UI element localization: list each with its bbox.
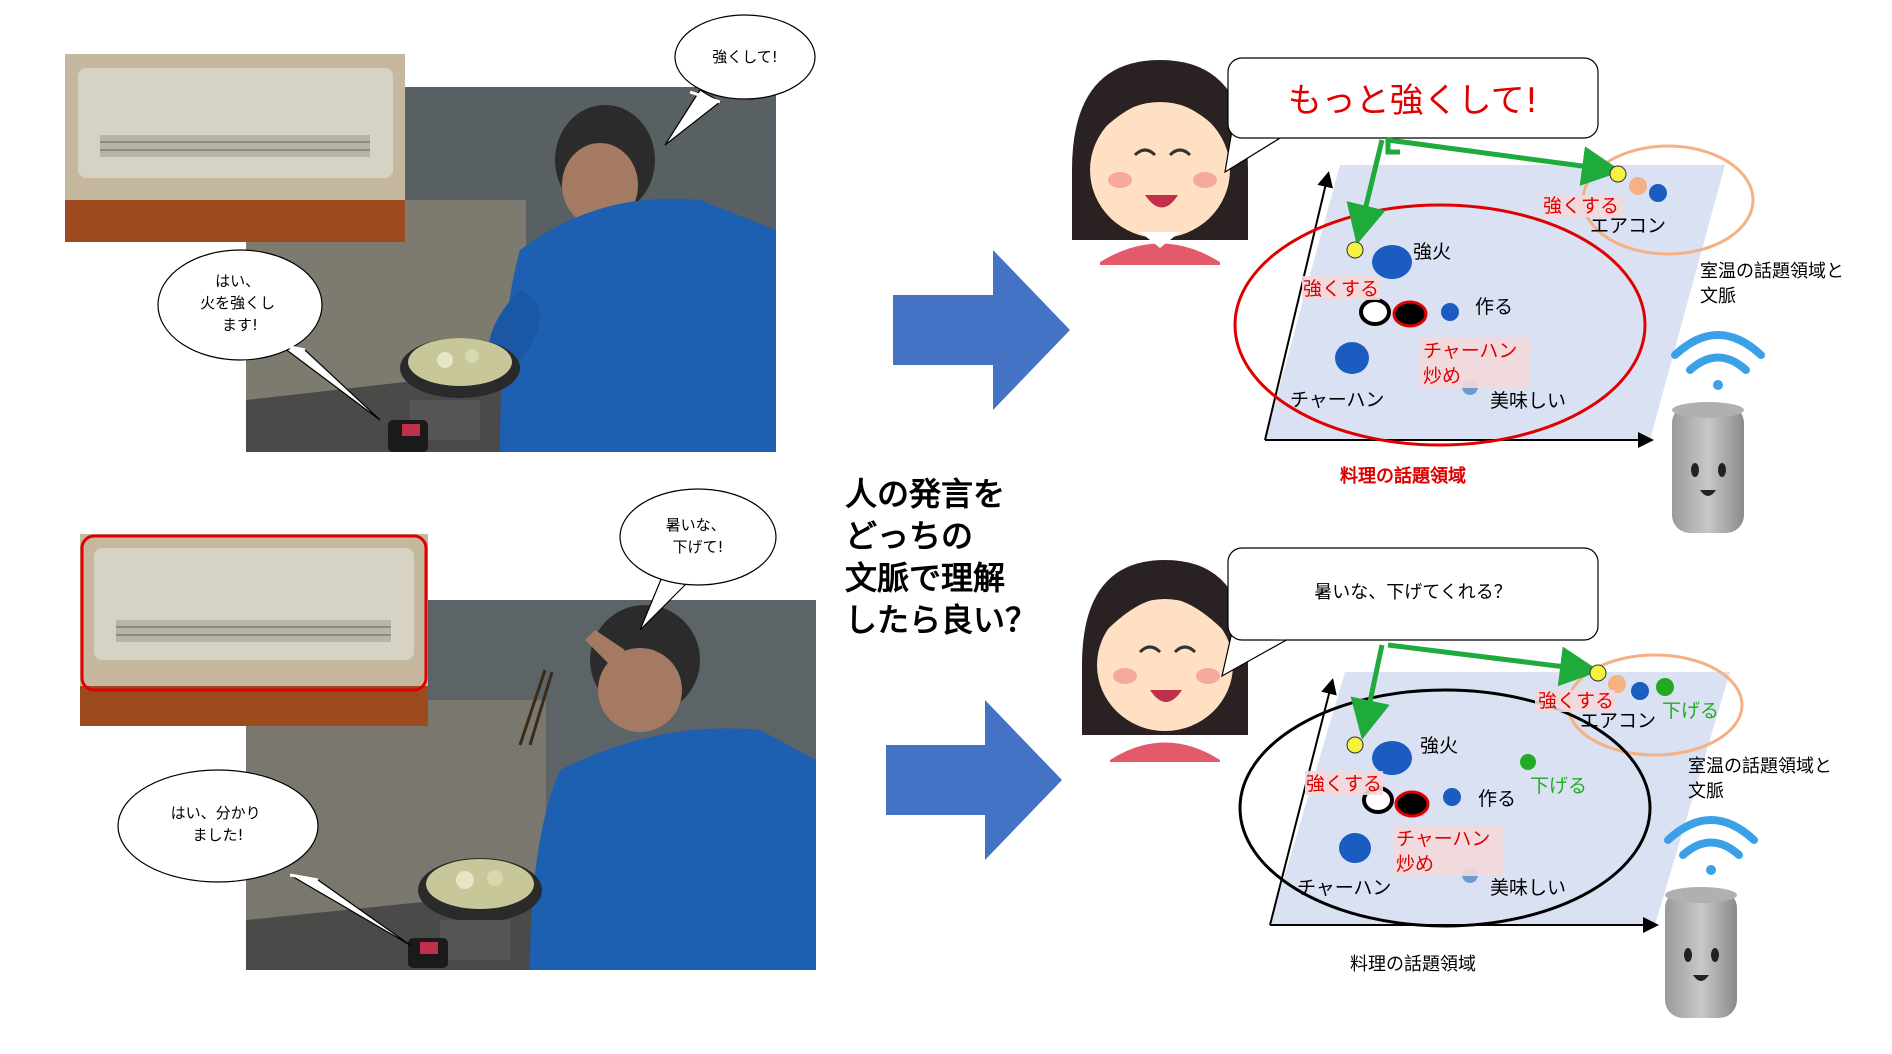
label-make-stronger-aircon: 強くする [1543, 195, 1619, 217]
label-make-stronger-cooking: 強くする [1303, 278, 1379, 300]
top-context-panel: もっと強くして! 強火 強くする 作る チャーハン 炒め チャー [1072, 57, 1850, 533]
arrow-right-icon-bottom [886, 700, 1062, 860]
svg-text:室温の話題領域と 文脈: 室温の話題領域と 文脈 [1688, 756, 1838, 802]
woman-icon-bottom [1082, 560, 1248, 762]
question-line1: 人の発言を [845, 475, 1005, 513]
smart-speaker-icon-top [1672, 402, 1744, 533]
question-line3: 文脈で理解 [845, 559, 1005, 597]
label-delicious-bottom: 美味しい [1490, 877, 1566, 899]
bubble-stove-line1: はい、 [215, 272, 260, 290]
cooking-person [488, 105, 776, 452]
bubble-stove-bottom: はい、分かり ました! [117, 769, 411, 946]
label-aircon: エアコン [1590, 215, 1666, 237]
frying-pan [400, 338, 520, 440]
cooking-domain-ellipse [1233, 203, 1647, 447]
label-fried-rice-stirfry-bottom-2: 炒め [1396, 853, 1434, 875]
woman-icon-top [1072, 60, 1248, 265]
label-make-stronger-aircon-bottom: 強くする [1538, 690, 1614, 712]
bubble-stove-bottom-line2: ました! [192, 826, 243, 844]
bubble-stove-bottom-line1: はい、分かり [171, 804, 261, 822]
bubble-stove-line3: ます! [222, 316, 258, 334]
cooking-domain-label-bottom: 料理の話題領域 [1350, 954, 1476, 975]
wifi-icon-top [1671, 331, 1765, 390]
hot-person [518, 605, 816, 970]
label-strong-fire: 強火 [1413, 241, 1451, 263]
bottom-context-panel: 暑いな、下げてくれる？ 強火 強くする 作る 下げる チャーハン 炒め チャーハ… [1082, 547, 1838, 1018]
svg-text:チャーハン 炒め: チャーハン 炒め [1396, 828, 1496, 875]
svg-text:はい、分かり ました!: はい、分かり ました! [171, 804, 266, 844]
svg-text:はい、 火を強くし ます!: はい、 火を強くし ます! [200, 272, 280, 334]
room-domain-line1: 室温の話題領域と [1700, 261, 1844, 282]
label-make-stronger-cooking-bottom: 強くする [1306, 773, 1382, 795]
label-fried-rice: チャーハン [1290, 389, 1384, 411]
aircon-inset-top [65, 54, 405, 242]
bubble-stove-line2: 火を強くし [200, 294, 275, 312]
room-domain-bottom-line2: 文脈 [1688, 781, 1724, 802]
cooking-domain-label: 料理の話題領域 [1340, 465, 1466, 487]
bubble-person-bottom-line1: 暑いな、 [666, 516, 726, 534]
frying-pan-bottom [418, 858, 542, 960]
top-speech-text: もっと強くして! [1288, 81, 1539, 121]
bubble-person-top: 強くして! [664, 14, 816, 146]
svg-text:チャーハン 炒め: チャーハン 炒め [1423, 340, 1523, 387]
label-lower-cooking: 下げる [1530, 775, 1587, 797]
room-domain-bottom-line1: 室温の話題領域と [1688, 756, 1832, 777]
top-photo [65, 54, 776, 452]
label-fried-rice-bottom: チャーハン [1297, 877, 1391, 899]
aircon-inset-bottom [80, 534, 428, 726]
label-fried-rice-stirfry-2: 炒め [1423, 365, 1461, 387]
label-fried-rice-stirfry-bottom-1: チャーハン [1396, 828, 1490, 850]
smart-speaker-icon-bottom [1665, 887, 1737, 1018]
label-make: 作る [1475, 296, 1513, 318]
aircon-highlight [80, 534, 428, 692]
label-delicious: 美味しい [1490, 390, 1566, 412]
bottom-speech-text: 暑いな、下げてくれる？ [1314, 582, 1511, 603]
bottom-photo [80, 534, 816, 970]
svg-text:暑いな、 下げて!: 暑いな、 下げて! [666, 516, 731, 556]
bubble-person-bottom: 暑いな、 下げて! [619, 488, 777, 631]
question-line2: どっちの [845, 517, 973, 555]
label-aircon-bottom: エアコン [1580, 710, 1656, 732]
label-strong-fire-bottom: 強火 [1420, 735, 1458, 757]
label-fried-rice-stirfry-1: チャーハン [1423, 340, 1517, 362]
bubble-person-bottom-line2: 下げて! [672, 538, 723, 556]
label-make-bottom: 作る [1478, 788, 1516, 810]
bubble-stove-top: はい、 火を強くし ます! [157, 249, 381, 421]
svg-text:室温の話題領域と 文脈: 室温の話題領域と 文脈 [1700, 261, 1850, 307]
question-line4: したら良い？ [845, 601, 1037, 639]
bubble-person-text: 強くして! [712, 48, 778, 66]
wifi-icon-bottom [1664, 816, 1758, 875]
label-lower-aircon: 下げる [1662, 700, 1719, 722]
arrow-right-icon-top [893, 250, 1070, 410]
cooking-domain-ellipse-bottom [1238, 688, 1652, 928]
svg-text:人の発言を どっちの 文脈で理解 し: 人の発言を どっちの 文脈で理解 したら良い？ [845, 475, 1037, 639]
room-domain-line2: 文脈 [1700, 286, 1736, 307]
